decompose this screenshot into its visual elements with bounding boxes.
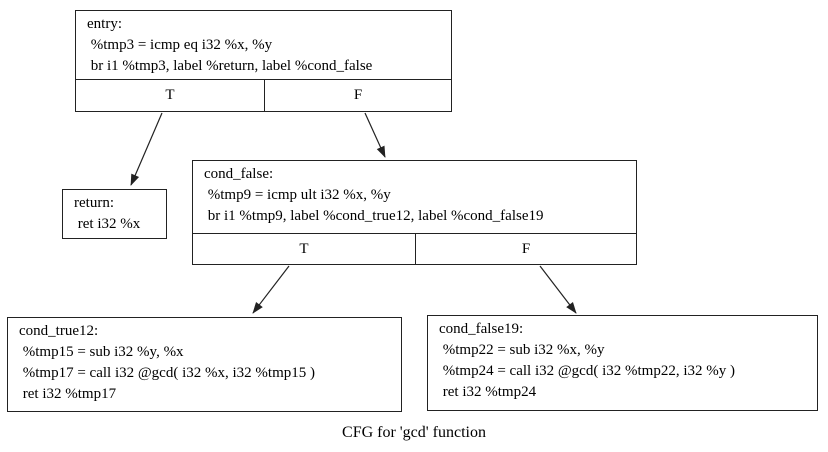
node-return: return: ret i32 %x [62,189,167,239]
node-cond-true12-body: cond_true12: %tmp15 = sub i32 %y, %x %tm… [8,318,401,411]
ir-instruction: %tmp17 = call i32 @gcd( i32 %x, i32 %tmp… [19,365,315,381]
ir-instruction: ret i32 %tmp24 [439,384,537,400]
basic-block-label: cond_true12: [19,323,99,339]
branch-label-false: F [353,87,363,103]
node-cond-false-body: cond_false: %tmp9 = icmp ult i32 %x, %y … [193,161,636,233]
branch-label-true: T [193,234,416,264]
node-return-body: return: ret i32 %x [63,190,166,238]
basic-block-label: cond_false: [204,166,274,182]
basic-block-label: entry: [87,16,122,32]
basic-block-label: cond_false19: [439,321,524,337]
branch-label-true: T [76,80,265,111]
branch-row: T F [76,79,451,111]
ir-instruction: %tmp3 = icmp eq i32 %x, %y [87,37,273,53]
edge-cond-false-false-to-cond-false19 [539,265,577,314]
basic-block-label: return: [74,195,114,211]
branch-row: T F [193,233,636,264]
graph-caption: CFG for 'gcd' function [342,424,486,441]
branch-label-false: F [521,240,531,257]
ir-instruction: %tmp9 = icmp ult i32 %x, %y [204,187,391,203]
ir-instruction: br i1 %tmp3, label %return, label %cond_… [87,58,373,74]
node-cond-false19-body: cond_false19: %tmp22 = sub i32 %x, %y %t… [428,316,817,410]
ir-instruction: %tmp22 = sub i32 %x, %y [439,342,605,358]
node-cond-false19: cond_false19: %tmp22 = sub i32 %x, %y %t… [427,315,818,411]
node-cond-true12: cond_true12: %tmp15 = sub i32 %y, %x %tm… [7,317,402,412]
ir-instruction: br i1 %tmp9, label %cond_true12, label %… [204,208,544,224]
edge-entry-true-to-return [130,112,163,186]
node-cond-false: cond_false: %tmp9 = icmp ult i32 %x, %y … [192,160,637,265]
node-entry-body: entry: %tmp3 = icmp eq i32 %x, %y br i1 … [76,11,451,79]
ir-instruction: ret i32 %x [74,216,141,232]
edge-entry-false-to-cond-false [364,112,386,158]
ir-instruction: %tmp24 = call i32 @gcd( i32 %tmp22, i32 … [439,363,735,379]
edge-cond-false-true-to-cond-true12 [252,265,290,314]
ir-instruction: ret i32 %tmp17 [19,386,117,402]
node-entry: entry: %tmp3 = icmp eq i32 %x, %y br i1 … [75,10,452,112]
ir-instruction: %tmp15 = sub i32 %y, %x [19,344,184,360]
